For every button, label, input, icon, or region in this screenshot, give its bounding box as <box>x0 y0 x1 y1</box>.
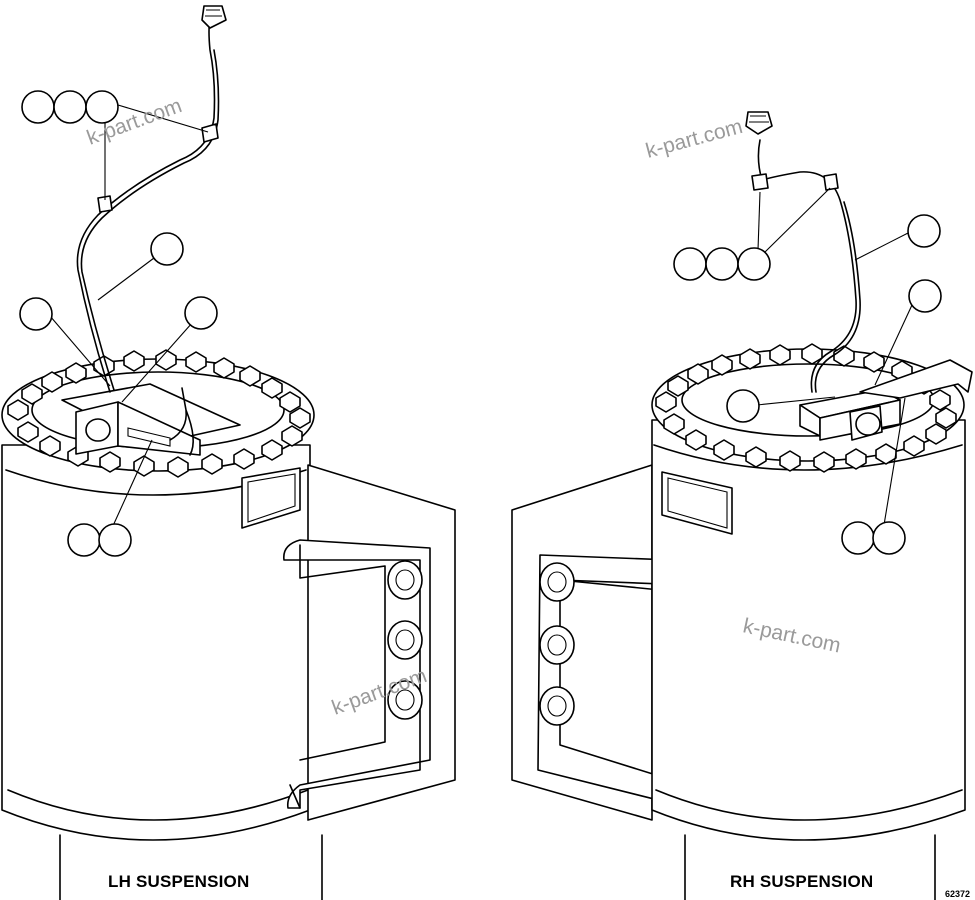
rh-callouts <box>673 187 942 555</box>
rh-suspension-caption: RH SUSPENSION <box>730 872 873 891</box>
rh-wire-harness <box>745 111 861 393</box>
lh-wire-harness <box>76 5 227 393</box>
figure-number: 62372 <box>945 889 970 899</box>
lh-callouts <box>19 90 218 557</box>
rh-suspension-cylinder <box>511 343 973 900</box>
watermark-2: k-part.com <box>643 115 745 163</box>
lh-suspension-caption: LH SUSPENSION <box>108 872 249 891</box>
lh-suspension-cylinder <box>1 349 456 900</box>
